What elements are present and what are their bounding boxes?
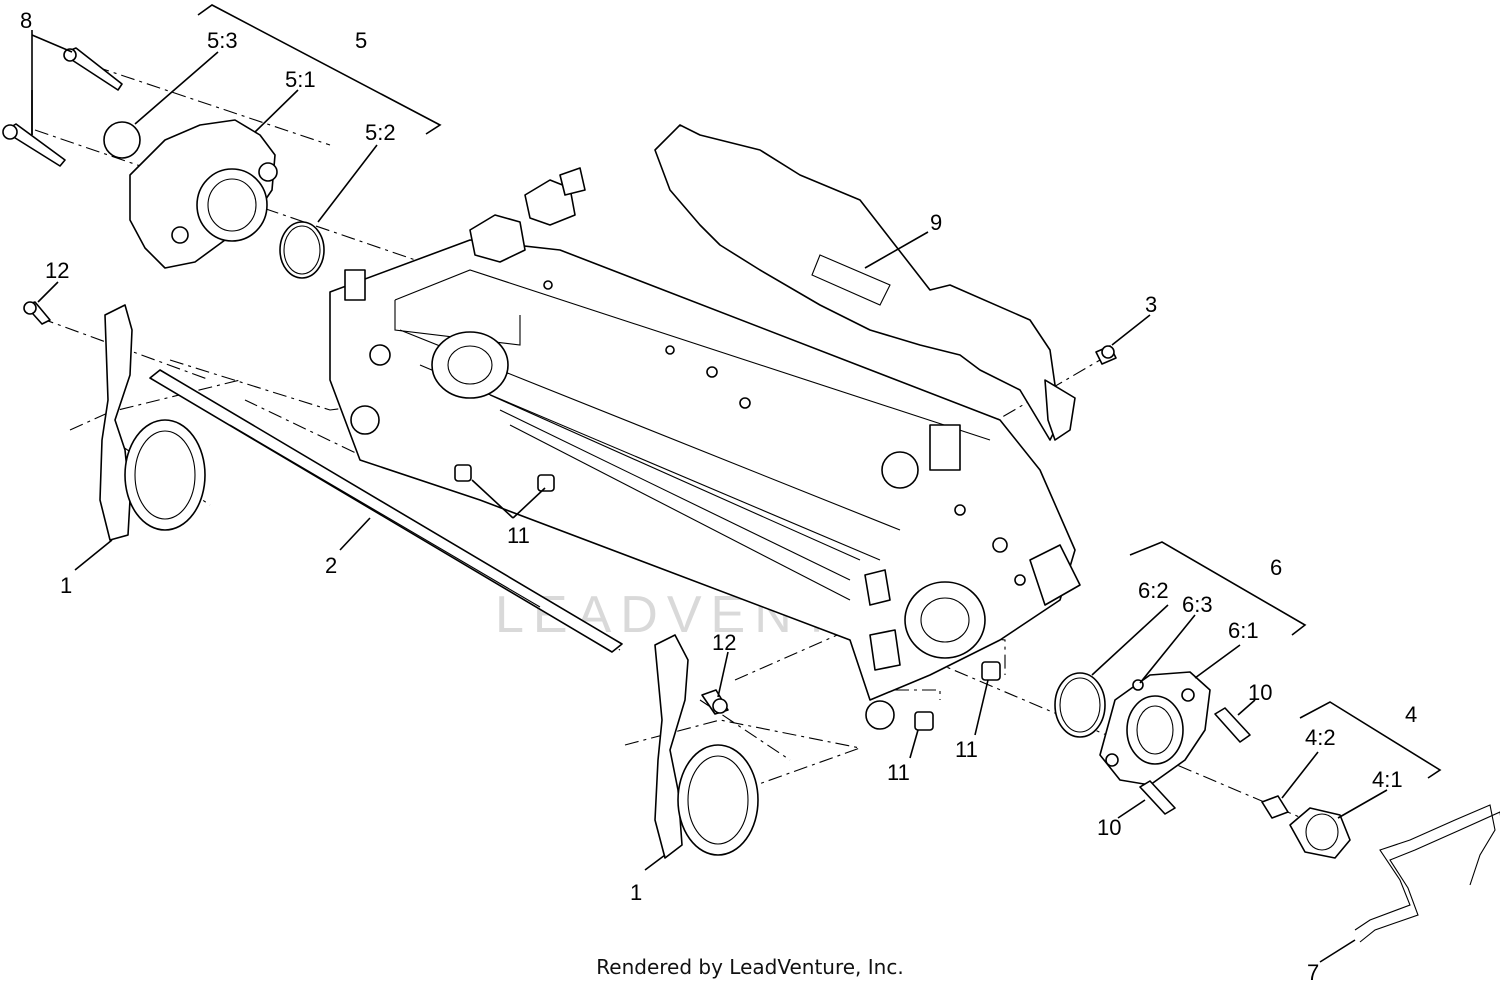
callout-8: 8 <box>20 8 32 33</box>
part-11-nuts <box>454 464 1001 731</box>
callout-11-middle: 11 <box>955 737 978 762</box>
part-5-assembly <box>103 119 325 279</box>
leader-lines <box>31 30 1388 963</box>
callout-9: 9 <box>930 210 942 235</box>
callout-5-3: 5:3 <box>207 28 238 53</box>
callout-10-top: 10 <box>1248 680 1272 705</box>
part-9-shield <box>654 124 1076 441</box>
callout-4-2: 4:2 <box>1305 725 1336 750</box>
callout-10-bottom: 10 <box>1097 815 1121 840</box>
callout-4: 4 <box>1405 702 1417 727</box>
part-7-clip <box>1354 804 1500 943</box>
callout-3: 3 <box>1145 292 1157 317</box>
callout-6-1: 6:1 <box>1228 618 1259 643</box>
callout-11-top: 11 <box>507 523 530 548</box>
part-10-bolts <box>1139 707 1251 815</box>
callout-12-bottom: 12 <box>712 630 736 655</box>
part-8-bolts <box>2 47 123 167</box>
part-12-bolts <box>23 301 729 715</box>
callout-12-top: 12 <box>45 258 69 283</box>
callout-1-left: 1 <box>60 573 72 598</box>
callout-6-3: 6:3 <box>1182 592 1213 617</box>
footer-credit: Rendered by LeadVenture, Inc. <box>596 955 904 979</box>
callout-6: 6 <box>1270 555 1282 580</box>
callout-2: 2 <box>325 553 337 578</box>
callout-6-2: 6:2 <box>1138 578 1169 603</box>
callout-7: 7 <box>1307 960 1319 985</box>
part-6-assembly <box>1054 671 1211 786</box>
part-3-screw <box>1095 345 1117 365</box>
part-4-assembly <box>1261 795 1351 859</box>
part-4-2-fitting <box>1261 795 1289 819</box>
callout-1-right: 1 <box>630 880 642 905</box>
callout-5-2: 5:2 <box>365 120 396 145</box>
callout-4-1: 4:1 <box>1372 767 1403 792</box>
callout-5: 5 <box>355 28 367 53</box>
part-5-2-oring <box>279 221 325 279</box>
part-5-3-cap <box>103 121 141 159</box>
callout-11-bottom: 11 <box>887 760 910 785</box>
part-6-2-oring <box>1054 672 1106 738</box>
part-1-brackets <box>99 304 759 859</box>
callout-labels: 8 5:3 5 5:1 5:2 12 9 3 11 1 2 6 6:2 6:3 … <box>20 8 1417 985</box>
main-frame <box>329 167 1081 730</box>
assembly-brackets <box>197 4 1442 779</box>
callout-5-1: 5:1 <box>285 67 316 92</box>
part-2-shaft <box>149 369 623 653</box>
